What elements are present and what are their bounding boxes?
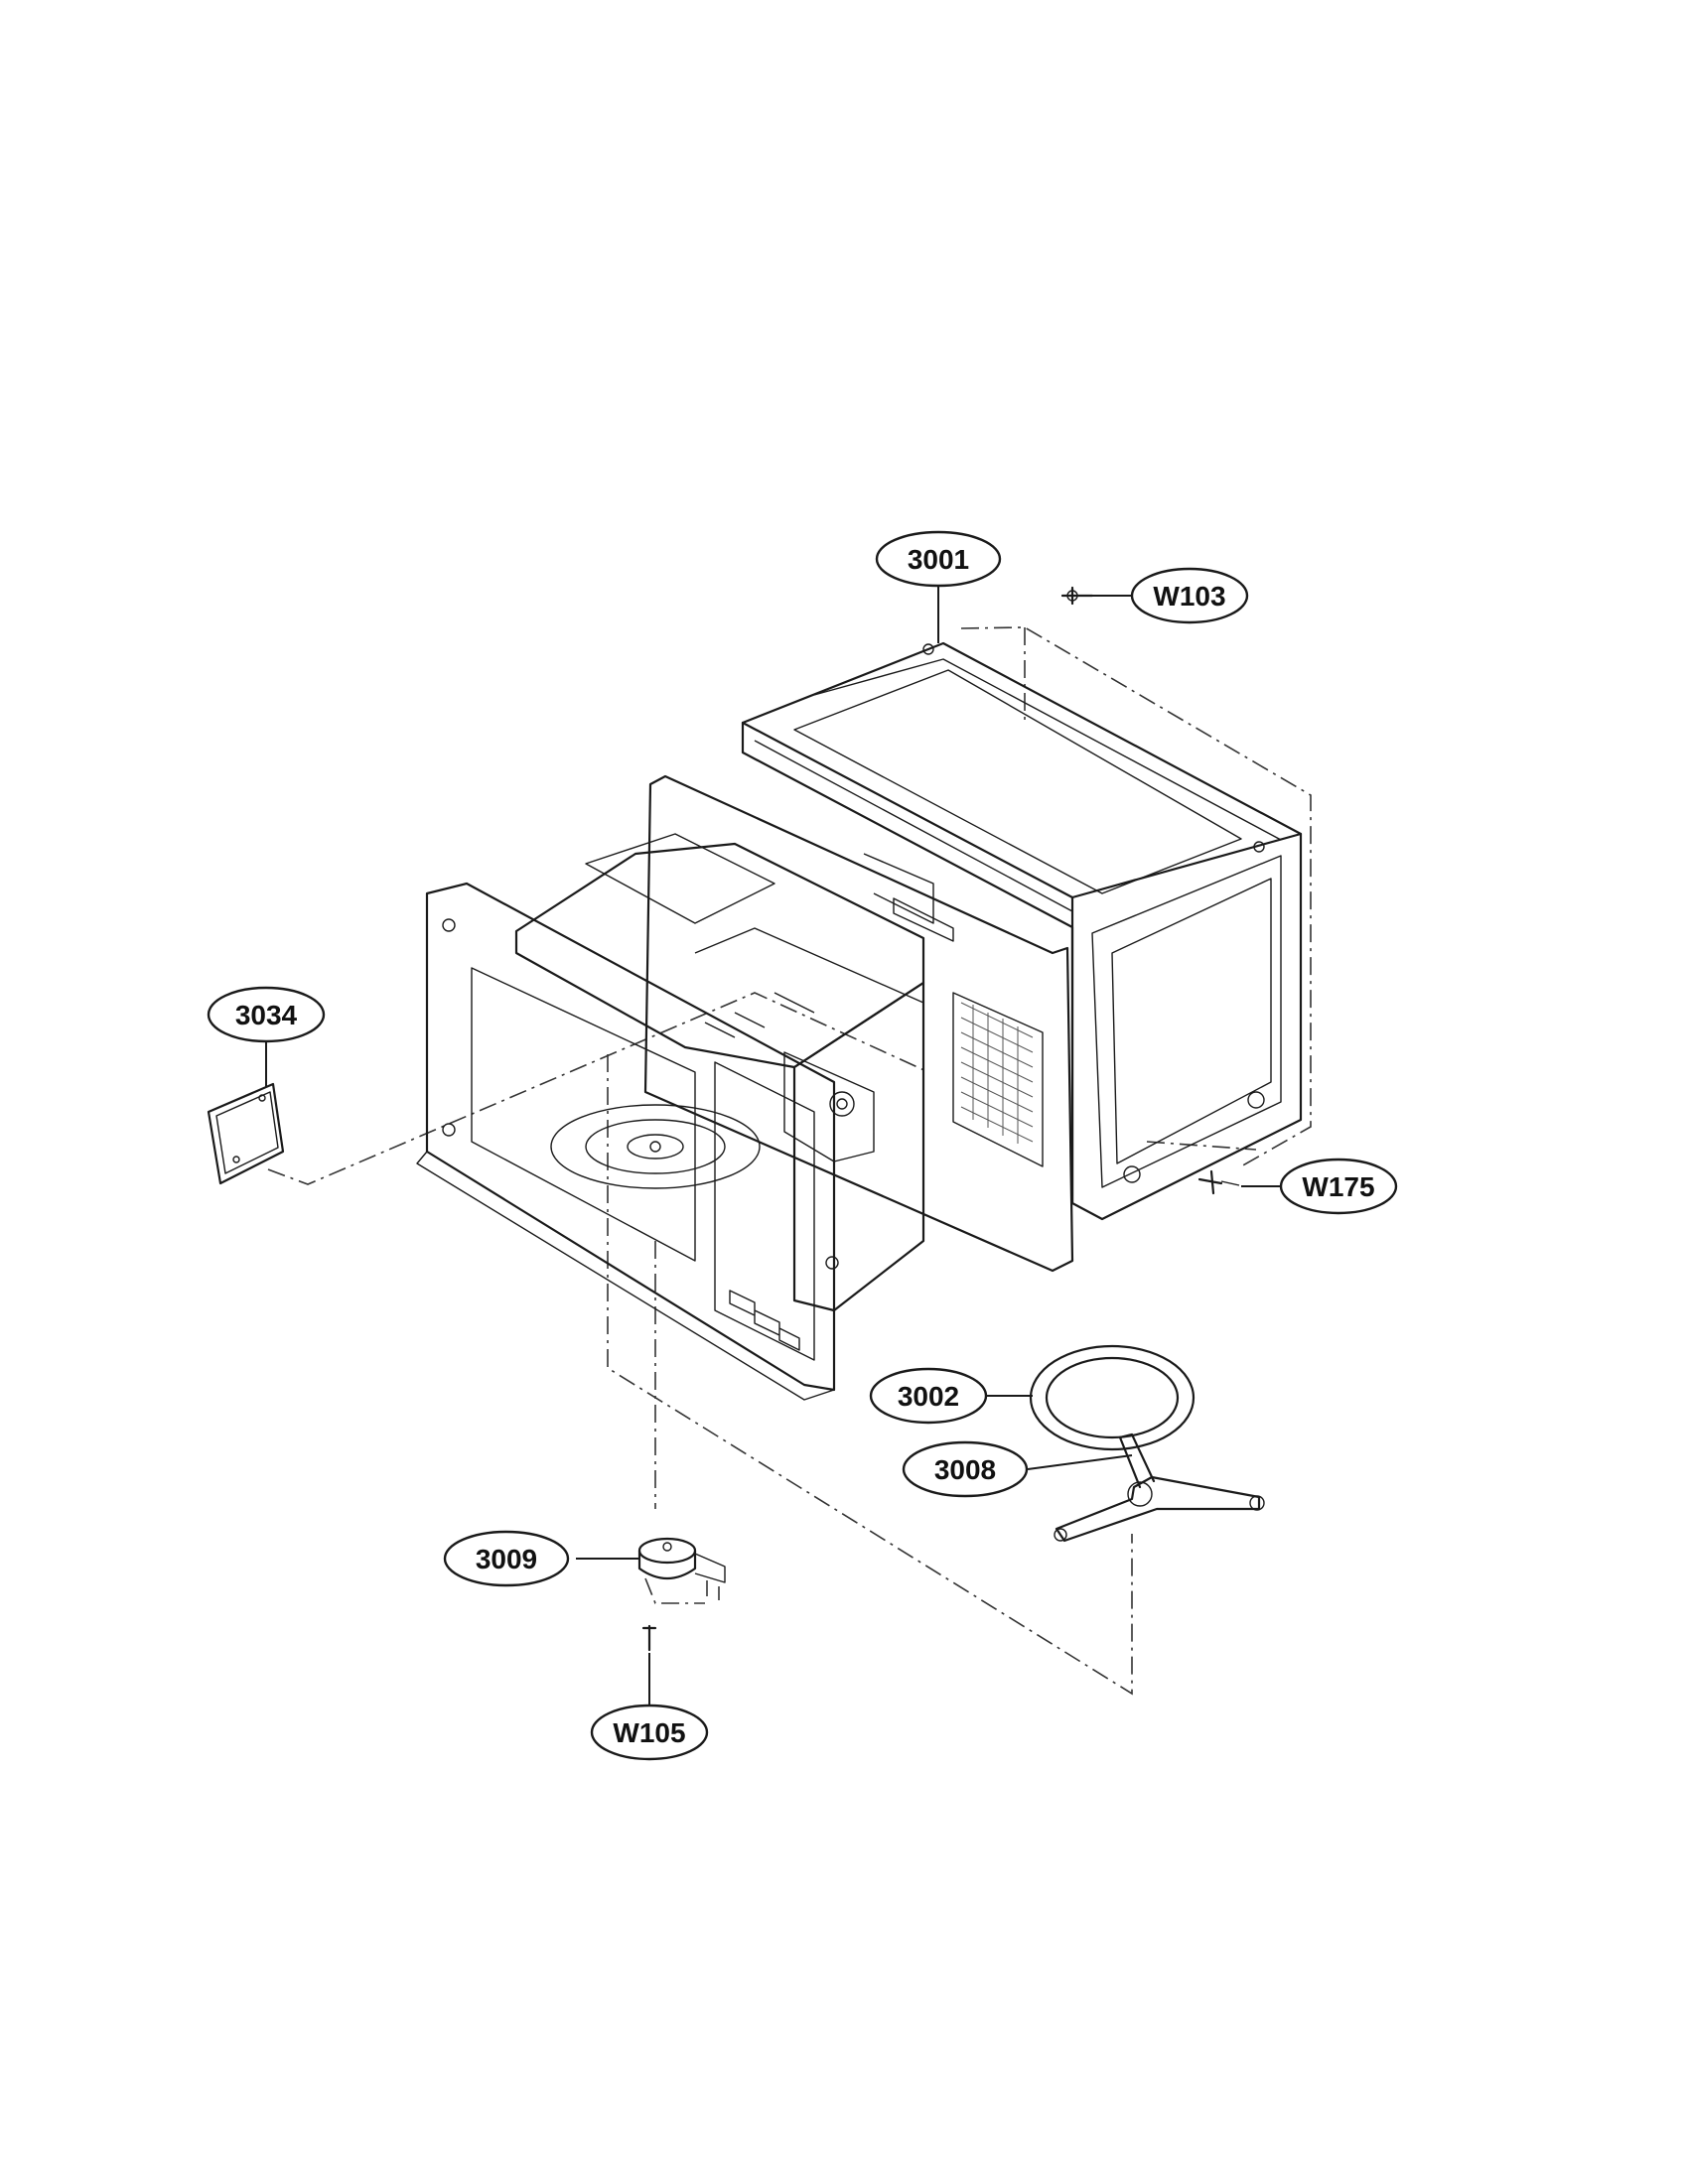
outer-cabinet-3001 (741, 641, 1303, 1221)
callout-3001-label: 3001 (908, 544, 969, 575)
callout-w103-label: W103 (1153, 581, 1225, 612)
callout-3034-label: 3034 (235, 1000, 298, 1030)
callout-w105: W105 (590, 1704, 709, 1761)
callout-w103: W103 (1130, 567, 1249, 624)
callout-3002: 3002 (869, 1367, 988, 1425)
callout-3008-label: 3008 (934, 1454, 996, 1485)
callout-3001: 3001 (875, 530, 1002, 588)
callout-3009-label: 3009 (476, 1544, 537, 1574)
leader-lines (265, 586, 1281, 1707)
callout-3009: 3009 (443, 1530, 570, 1587)
oven-cavity-chassis (416, 774, 1074, 1401)
waveguide-cover-3034 (207, 1082, 285, 1185)
alignment-lines (267, 626, 1312, 1696)
screw-w105 (641, 1624, 657, 1652)
screw-w175 (1197, 1169, 1240, 1195)
callout-w105-label: W105 (613, 1717, 685, 1748)
callout-3002-label: 3002 (898, 1381, 959, 1412)
turntable-motor-3009 (637, 1537, 726, 1600)
callout-3034: 3034 (207, 986, 326, 1043)
roller-ring-3002 (1029, 1344, 1196, 1451)
callout-w175: W175 (1279, 1158, 1398, 1215)
turntable-coupler-3008 (1054, 1433, 1265, 1543)
callout-3008: 3008 (902, 1440, 1029, 1498)
vent-mesh (960, 1002, 1034, 1144)
screw-w103 (1060, 586, 1094, 606)
callout-w175-label: W175 (1302, 1171, 1374, 1202)
